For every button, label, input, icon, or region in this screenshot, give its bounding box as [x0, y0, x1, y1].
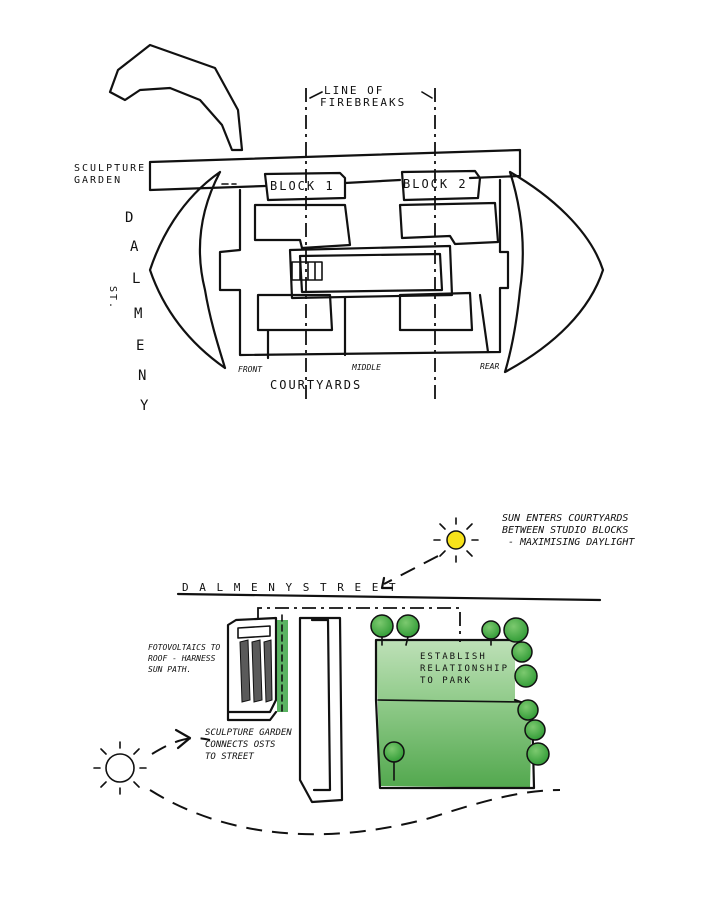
garden-note-line-1: SCULPTURE GARDEN	[205, 728, 292, 738]
tree-trunks	[381, 636, 492, 781]
sun-path-lower	[149, 789, 561, 836]
garden-boundary	[108, 43, 244, 152]
street-letter: Y	[140, 398, 150, 414]
street-letter: N	[138, 368, 148, 384]
stair-detail	[291, 261, 323, 281]
tree	[503, 617, 529, 643]
top-plan	[108, 43, 605, 400]
block-1-label: BLOCK 1	[270, 179, 335, 193]
sun-arrowhead	[380, 576, 394, 590]
park-area	[376, 640, 532, 788]
street-label: D A L M E N Y S T R E E T	[182, 581, 398, 594]
right-lens	[503, 170, 605, 374]
firebreak-label-1: LINE OF	[324, 84, 384, 97]
sun-icon	[446, 530, 466, 550]
block-2-label: BLOCK 2	[403, 177, 468, 191]
firebreak-dimension	[309, 91, 433, 99]
connection-line	[257, 607, 461, 642]
trees	[370, 614, 550, 781]
pv-panel	[263, 639, 273, 703]
tree	[383, 741, 405, 763]
sun-bottom	[93, 741, 147, 795]
street-vertical-label: D A L M E N Y ST.	[107, 210, 150, 414]
tree	[396, 614, 420, 638]
tree	[481, 620, 501, 640]
block-2	[398, 169, 500, 246]
pv-note-line-3: SUN PATH.	[148, 665, 191, 674]
sculpture-garden-strip	[148, 148, 522, 192]
park-note-line-1: ESTABLISH	[420, 652, 487, 662]
sun-path-arc	[151, 737, 211, 755]
street-letter: D	[125, 210, 135, 226]
building-footprint	[226, 616, 278, 722]
middle-label: MIDDLE	[351, 363, 381, 372]
pv-panel	[239, 639, 251, 703]
sun-rays	[93, 741, 147, 795]
sun-arrow-line	[383, 555, 439, 585]
sun-outline-icon	[105, 753, 135, 783]
lower-block-1	[256, 293, 347, 360]
roof-ridge	[237, 625, 271, 639]
site-plan	[93, 517, 602, 836]
tree	[526, 742, 550, 766]
courtyards-label: COURTYARDS	[270, 378, 362, 392]
firebreak-label-2: FIREBREAKS	[320, 96, 406, 109]
street-letter: M	[134, 306, 144, 322]
sun-rays	[433, 517, 479, 563]
sun-top	[433, 517, 479, 563]
tree	[517, 699, 539, 721]
park-midline	[377, 699, 526, 703]
block-1	[253, 171, 352, 250]
sculpture-garden-label-1: SCULPTURE	[74, 163, 146, 174]
tree	[370, 614, 394, 638]
left-lens	[148, 170, 227, 370]
park-note-line-2: RELATIONSHIP	[420, 664, 509, 674]
sculpture-garden-label-2: GARDEN	[74, 175, 122, 186]
street-letter: A	[130, 239, 140, 255]
sun-note-line-2: BETWEEN STUDIO BLOCKS	[502, 525, 628, 536]
tree	[514, 664, 538, 688]
pv-panel	[251, 639, 263, 703]
pv-note-line-1: FOTOVOLTAICS TO	[148, 643, 220, 652]
pv-panels	[239, 639, 273, 703]
walkway	[298, 616, 344, 804]
tree	[511, 641, 533, 663]
front-label: FRONT	[238, 365, 263, 374]
sun-note-line-3: - MAXIMISING DAYLIGHT	[508, 537, 635, 548]
street-letter: E	[136, 338, 146, 354]
lower-block-2	[398, 291, 490, 354]
street-line	[176, 592, 602, 602]
sun-note-line-1: SUN ENTERS COURTYARDS	[502, 513, 628, 524]
tree	[524, 719, 546, 741]
garden-note-line-2: CONNECTS OSTS	[205, 740, 276, 750]
building-outline	[218, 178, 510, 357]
park-note-line-3: TO PARK	[420, 676, 472, 686]
street-letter: L	[132, 271, 142, 287]
garden-note-line-3: TO STREET	[205, 752, 254, 762]
pv-note-line-2: ROOF - HARNESS	[148, 654, 216, 663]
sun-path-arrowhead	[174, 728, 192, 750]
street-suffix: ST.	[107, 286, 118, 310]
rear-label: REAR	[480, 362, 499, 371]
